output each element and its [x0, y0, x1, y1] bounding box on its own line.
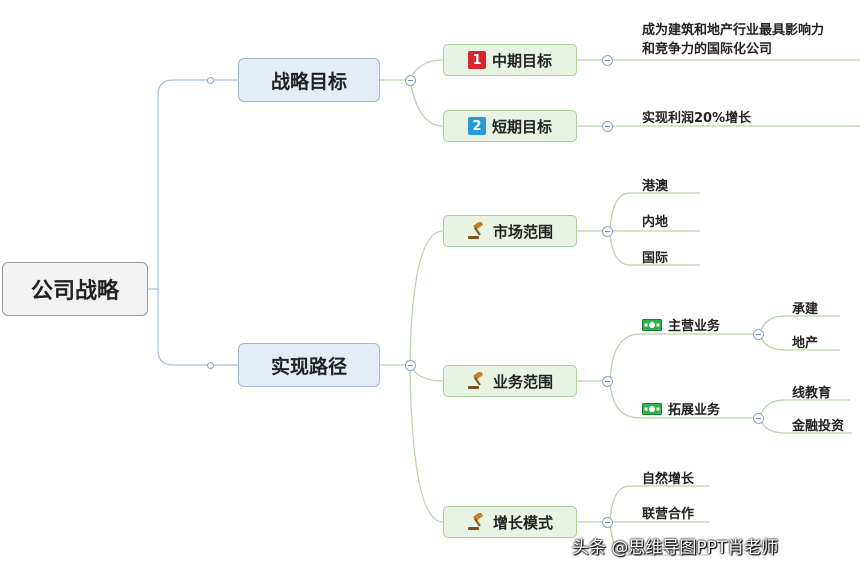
- subnode-label: 业务范围: [492, 372, 553, 391]
- leaf-hk-macau[interactable]: 港澳: [642, 179, 669, 194]
- group-label: 主营业务: [668, 319, 721, 334]
- watermark: 头条 @思维导图PPT肖老师: [572, 538, 779, 558]
- priority-1-icon: 1: [467, 51, 486, 69]
- collapse-toggle[interactable]: [753, 329, 764, 340]
- leaf-real-estate[interactable]: 地产: [792, 336, 819, 351]
- subnode-short-term-goal[interactable]: 2 短期目标: [443, 110, 577, 142]
- leaf-international[interactable]: 国际: [642, 251, 669, 266]
- priority-2-icon: 2: [467, 117, 486, 135]
- subnode-label: 中期目标: [491, 51, 552, 70]
- collapse-toggle[interactable]: [753, 413, 764, 424]
- collapse-toggle[interactable]: [602, 121, 613, 132]
- leaf-line: 成为建筑和地产行业最具影响力: [642, 23, 825, 38]
- subnode-label: 增长模式: [492, 513, 553, 532]
- group-core-business[interactable]: 主营业务: [642, 315, 720, 334]
- money-icon: [642, 402, 662, 415]
- subnode-label: 市场范围: [492, 222, 553, 241]
- collapse-toggle[interactable]: [602, 376, 613, 387]
- money-icon: [642, 318, 662, 331]
- leaf-online-education[interactable]: 线教育: [792, 386, 832, 401]
- leaf-joint-venture[interactable]: 联营合作: [642, 507, 695, 522]
- leaf-short-term-goal[interactable]: 实现利润20%增长: [642, 111, 752, 126]
- subnode-mid-term-goal[interactable]: 1 中期目标: [443, 44, 577, 76]
- collapse-toggle[interactable]: [602, 226, 613, 237]
- leaf-construction[interactable]: 承建: [792, 302, 819, 317]
- collapse-toggle[interactable]: [602, 55, 613, 66]
- collapse-toggle[interactable]: [405, 75, 416, 86]
- subnode-label: 短期目标: [491, 117, 552, 136]
- leaf-line: 和竞争力的国际化公司: [642, 42, 773, 57]
- group-expansion-business[interactable]: 拓展业务: [642, 399, 720, 418]
- connector-dot: [207, 77, 214, 84]
- branch-implementation-path[interactable]: 实现路径: [238, 343, 380, 387]
- subnode-business-scope[interactable]: 业务范围: [443, 365, 577, 397]
- subnode-growth-model[interactable]: 增长模式: [443, 506, 577, 538]
- group-label: 拓展业务: [668, 403, 721, 418]
- leaf-financial-investment[interactable]: 金融投资: [792, 419, 845, 434]
- gavel-icon: [467, 513, 483, 530]
- gavel-icon: [467, 372, 483, 389]
- leaf-organic-growth[interactable]: 自然增长: [642, 472, 695, 487]
- leaf-mainland[interactable]: 内地: [642, 215, 669, 230]
- collapse-toggle[interactable]: [405, 360, 416, 371]
- connector-dot: [207, 362, 214, 369]
- gavel-icon: [467, 222, 483, 239]
- branch-strategic-goals[interactable]: 战略目标: [238, 58, 380, 102]
- root-node[interactable]: 公司战略: [2, 262, 148, 316]
- collapse-toggle[interactable]: [602, 517, 613, 528]
- leaf-mid-term-goal[interactable]: 成为建筑和地产行业最具影响力 和竞争力的国际化公司: [642, 21, 824, 59]
- subnode-market-scope[interactable]: 市场范围: [443, 215, 577, 247]
